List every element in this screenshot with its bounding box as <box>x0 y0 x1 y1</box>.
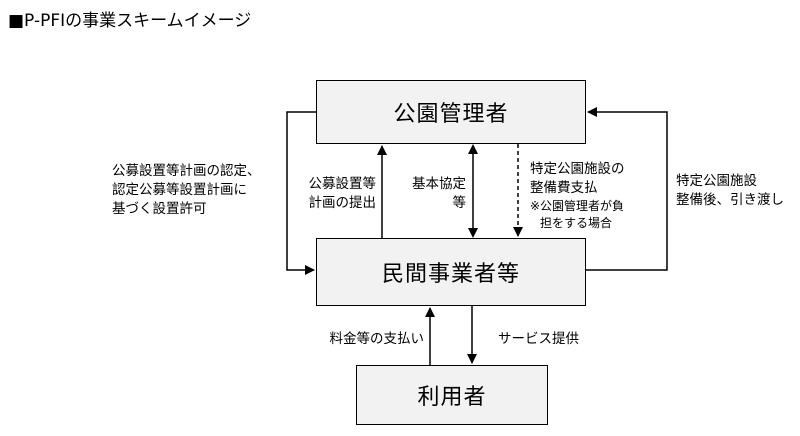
handover-arrow <box>586 107 668 271</box>
submit-label: 公募設置等 計画の提出 <box>308 176 377 211</box>
service-label: サービス提供 <box>498 331 579 347</box>
user-box: 利用者 <box>356 365 548 425</box>
payment-label: 特定公園施設の 整備費支払 <box>530 161 625 196</box>
payment-note: ※公園管理者が負 担をする場合 <box>530 199 625 230</box>
handover-label: 特定公園施設 整備後、引き渡し <box>676 173 784 208</box>
agreement-label: 基本協定 等 <box>412 176 466 211</box>
approval-label: 公募設置等計画の認定、 認定公募等設置計画に 基づく設置許可 <box>112 163 261 217</box>
page-title: ■P-PFIの事業スキームイメージ <box>8 11 252 31</box>
fee-label: 料金等の支払い <box>329 331 425 347</box>
approval-arrow <box>286 111 316 275</box>
private-operator-box: 民間事業者等 <box>316 238 586 306</box>
park-administrator-box: 公園管理者 <box>316 80 586 144</box>
